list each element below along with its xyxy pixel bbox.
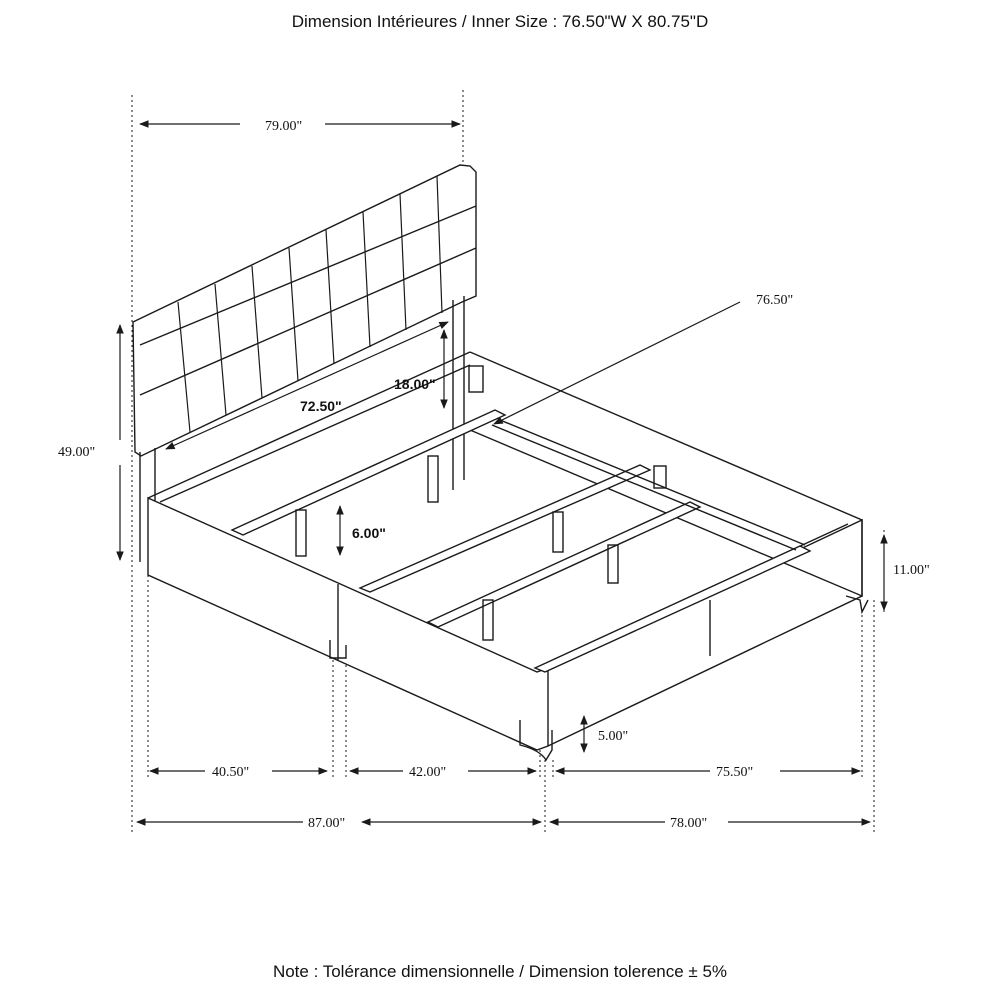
headboard-inner-width-label: 72.50" bbox=[300, 398, 342, 414]
page-title: Dimension Intérieures / Inner Size : 76.… bbox=[291, 12, 709, 31]
overall-width-label: 78.00" bbox=[670, 816, 707, 831]
length-segment-2-label: 42.00" bbox=[409, 765, 446, 780]
overall-length-label: 87.00" bbox=[308, 816, 345, 831]
overall-height-label: 49.00" bbox=[58, 445, 95, 460]
rail-height-label: 11.00" bbox=[893, 563, 930, 578]
dimension-lines bbox=[116, 120, 888, 826]
headboard-width-label: 79.00" bbox=[265, 119, 302, 134]
tolerance-note: Note : Tolérance dimensionnelle / Dimens… bbox=[272, 962, 728, 981]
length-segment-1-label: 40.50" bbox=[212, 765, 249, 780]
bed-frame bbox=[147, 351, 869, 762]
headboard-panel-height-label: 18.00" bbox=[394, 376, 436, 392]
width-inner-label: 75.50" bbox=[716, 765, 753, 780]
slat-height-label: 6.00" bbox=[352, 525, 386, 541]
inner-width-label: 76.50" bbox=[756, 293, 793, 308]
extension-lines bbox=[131, 90, 885, 835]
leg-height-label: 5.00" bbox=[598, 729, 628, 744]
